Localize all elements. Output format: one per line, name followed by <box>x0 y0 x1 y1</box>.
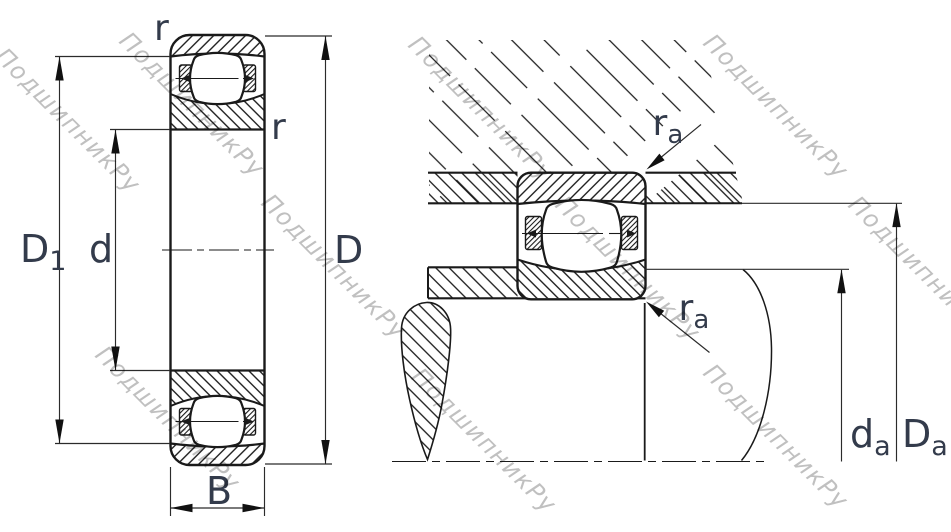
front-section-view <box>162 33 274 467</box>
inner-ring-top-section <box>170 94 265 130</box>
dim-label-d: d <box>89 227 113 271</box>
dim-label-B: B <box>206 469 232 513</box>
dimension-arrows-right <box>646 153 901 318</box>
dimension-arrows-left <box>55 36 330 513</box>
dim-label-Da: Da <box>902 412 948 462</box>
dimension-labels: D1 d D B r r ra ra da Da <box>20 8 948 513</box>
dim-label-r-inner: r <box>271 107 286 148</box>
mounted-roller <box>540 198 623 273</box>
shaft-break-curve <box>740 268 773 461</box>
watermark: ПодшипникРу <box>256 188 413 345</box>
shaft-shoulder <box>428 267 518 299</box>
mounted-outer-ring <box>517 172 646 204</box>
mounting-dimensions <box>645 124 902 462</box>
watermark: ПодшипникРу <box>0 42 146 199</box>
mounting-view <box>392 40 773 463</box>
outer-ring-bottom-section <box>170 443 265 465</box>
inner-ring-bottom-section <box>170 370 265 406</box>
dim-label-r-top: r <box>154 8 169 49</box>
watermark: ПодшипникРу <box>698 358 855 515</box>
housing-bore-lines <box>428 171 742 205</box>
dim-label-D: D <box>334 228 363 272</box>
housing-shoulder-left <box>429 172 518 204</box>
mounted-bearing-outline <box>516 171 647 301</box>
outer-ring-top-section <box>170 35 265 57</box>
dim-label-D1: D1 <box>20 227 66 277</box>
mounted-cage <box>524 215 639 251</box>
mounted-inner-ring <box>517 259 646 299</box>
dim-label-ra-top: ra <box>653 103 684 150</box>
dim-label-da: da <box>850 412 891 462</box>
dim-label-ra-bottom: ra <box>679 288 710 335</box>
